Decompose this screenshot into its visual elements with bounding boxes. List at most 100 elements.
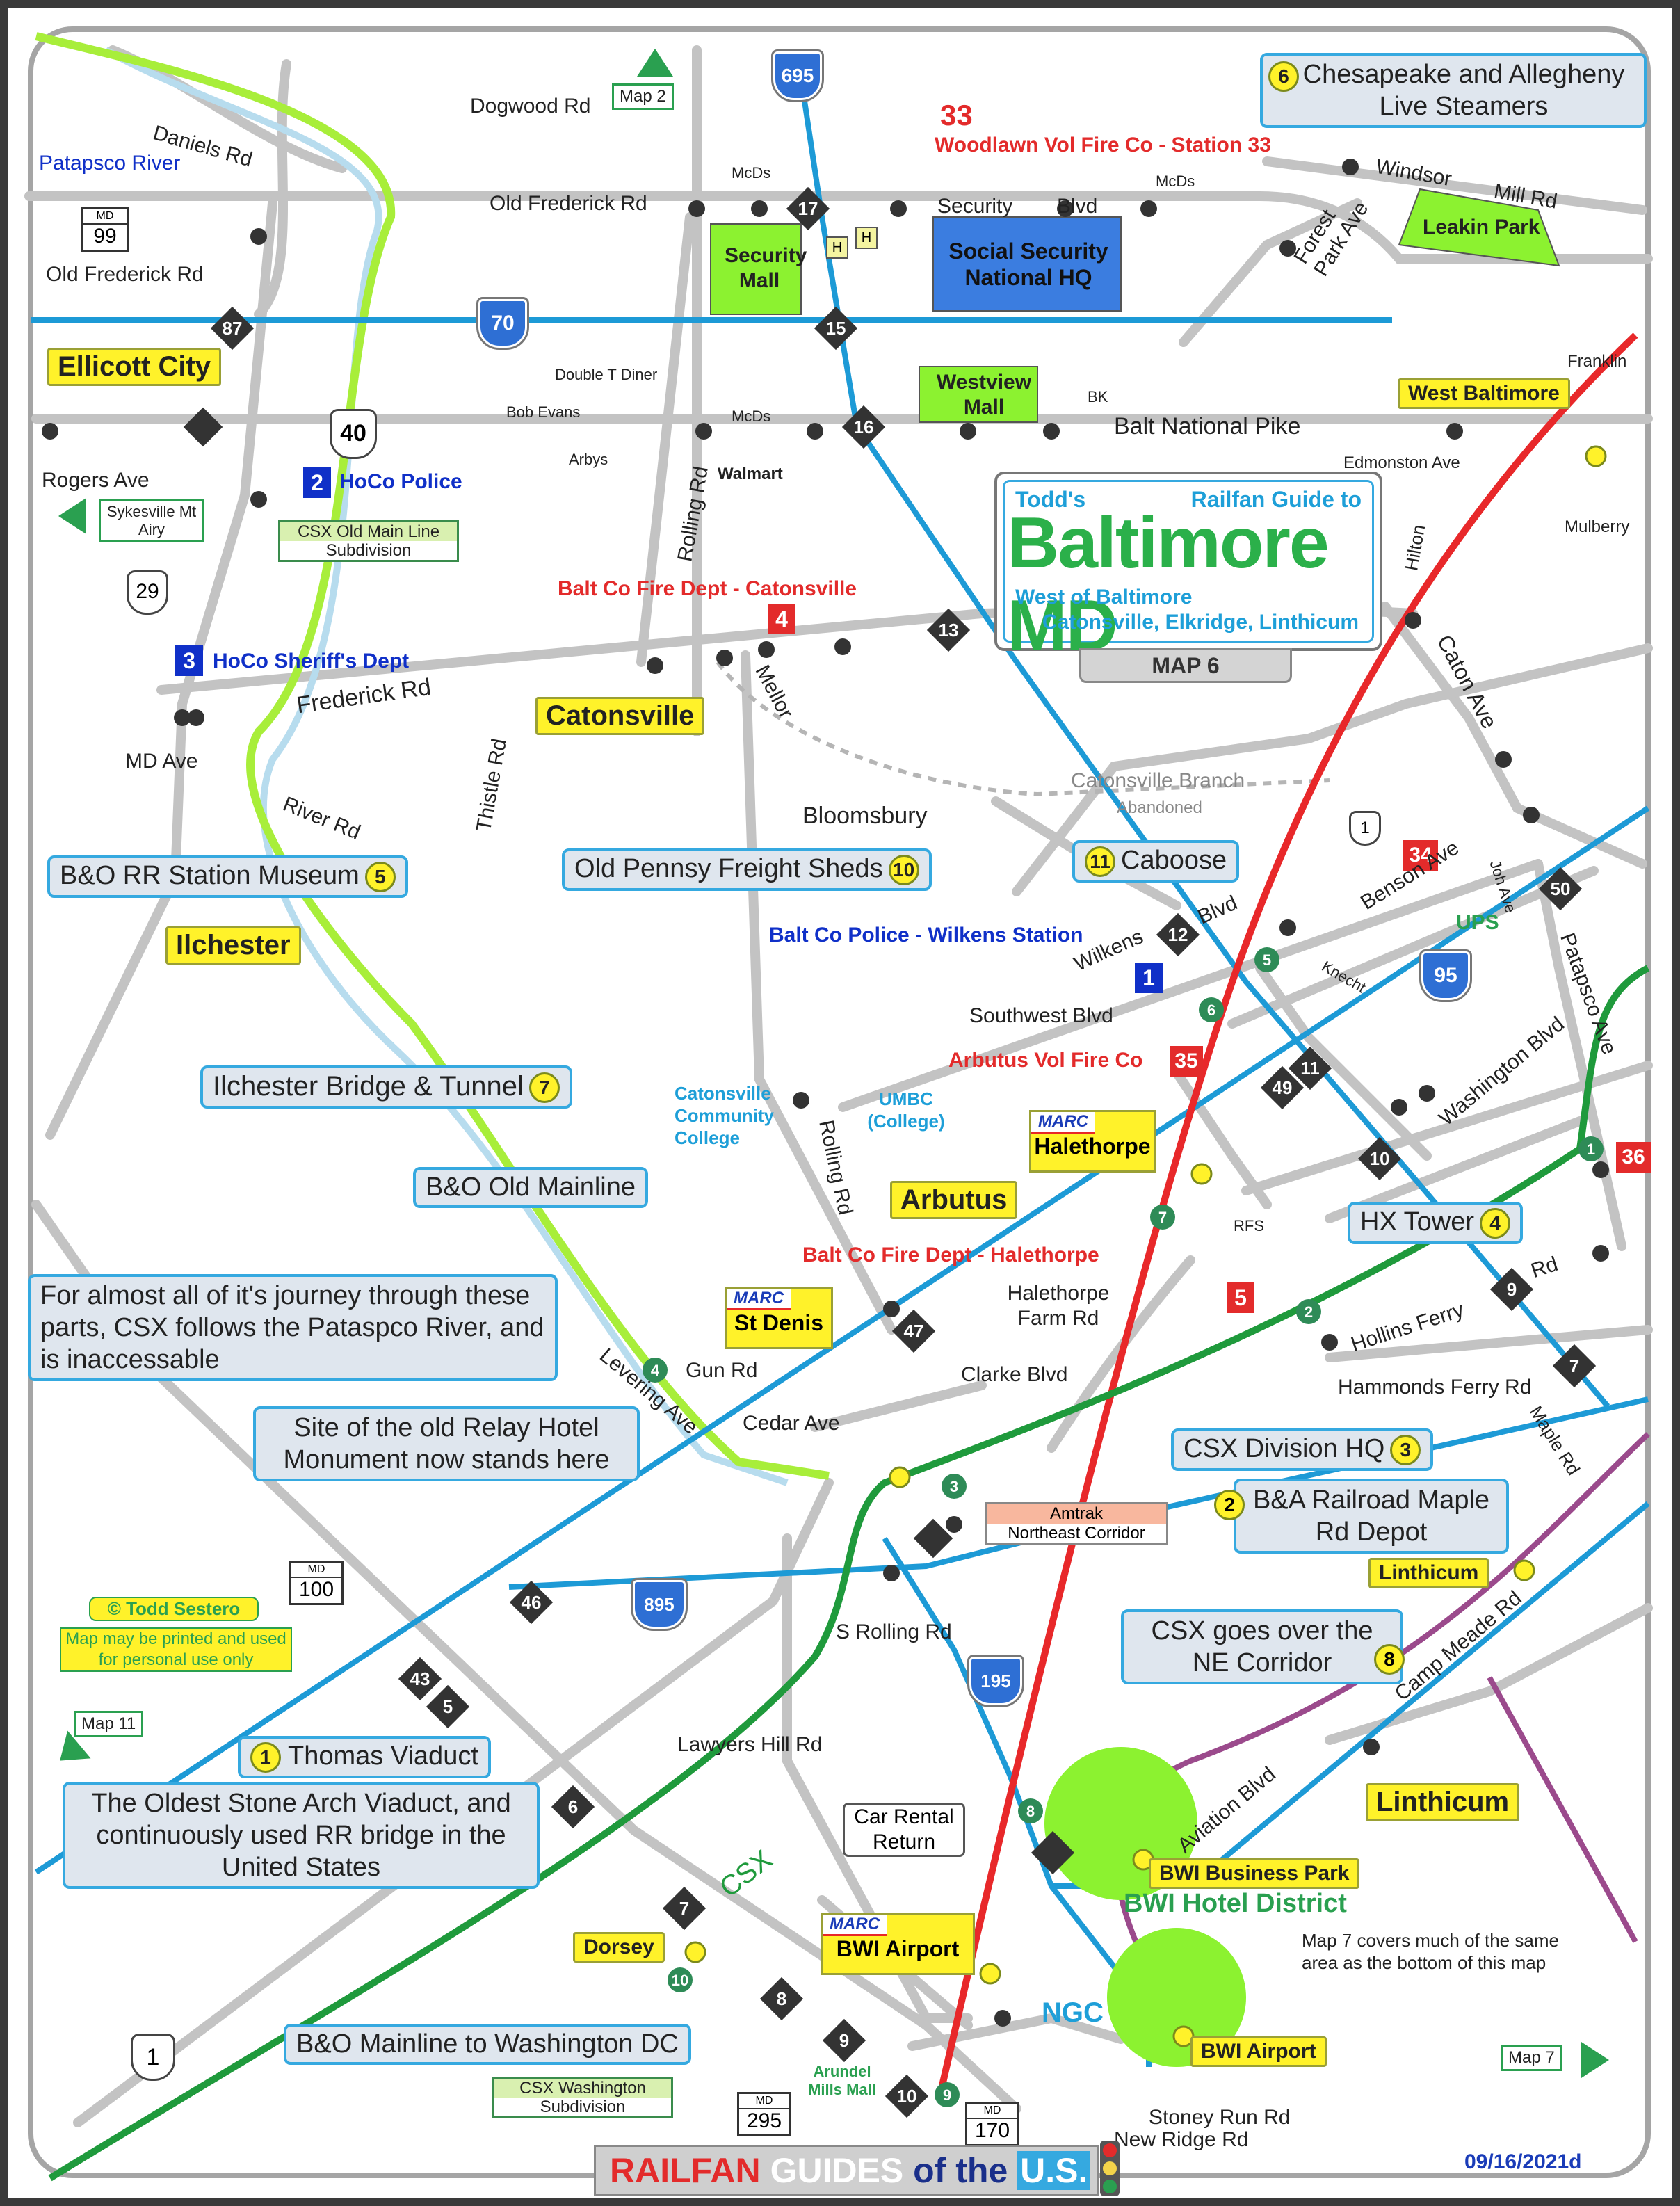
leakin-park-label: Leakin Park: [1423, 216, 1540, 239]
road-rogers: Rogers Ave: [42, 469, 150, 492]
hospital-icon-2: H: [855, 227, 878, 249]
svg-text:5: 5: [443, 1696, 453, 1717]
arbutus-fire-number: 35: [1170, 1046, 1203, 1077]
marc-halethorpe: MARC Halethorpe: [1029, 1110, 1156, 1173]
nec-label: Northeast Corridor: [987, 1524, 1166, 1543]
westview-mall-label: Westview Mall: [936, 371, 1032, 419]
road-new-ridge: New Ridge Rd: [1114, 2128, 1249, 2151]
abandoned-label: Abandoned: [1117, 798, 1202, 817]
marc-bwi-airport: MARC BWI Airport: [821, 1913, 975, 1975]
i895-shield: 895: [631, 1578, 688, 1631]
site-1-label: Thomas Viaduct: [288, 1741, 478, 1771]
us40-shield: 40: [330, 409, 377, 459]
halethorpe-fire-number: 5: [1227, 1282, 1254, 1313]
road-md-ave: MD Ave: [125, 750, 198, 773]
catonsville-branch-label: Catonsville Branch: [1071, 769, 1245, 792]
relay-note: Site of the old Relay Hotel Monument now…: [253, 1406, 640, 1481]
csx-old-sub-label: Subdivision: [280, 541, 457, 560]
site-2-box: B&A Railroad Maple Rd Depot: [1234, 1479, 1509, 1554]
footer-railfan: RAILFAN: [610, 2151, 761, 2190]
site-3-number: 3: [1390, 1434, 1421, 1465]
site-8-label: CSX goes over the NE Corridor: [1151, 1616, 1373, 1677]
csx-note: For almost all of it's journey through t…: [28, 1274, 558, 1381]
site-11-label: Caboose: [1121, 846, 1227, 875]
site-8-box: CSX goes over the NE Corridor: [1121, 1609, 1403, 1684]
place-ngc: NGC: [1042, 1997, 1104, 2028]
nav-map-11[interactable]: Map 11: [74, 1711, 144, 1737]
svg-text:13: 13: [939, 620, 959, 641]
svg-text:8: 8: [1026, 1803, 1035, 1820]
footer-banner: RAILFAN GUIDES of the U.S.: [594, 2145, 1099, 2196]
road-security-blvd: Blvd: [1057, 195, 1098, 218]
place-mcds-2: McDs: [1156, 172, 1195, 190]
up-arrow-icon[interactable]: [637, 49, 673, 77]
road-franklin: Franklin: [1567, 352, 1627, 371]
site-1-number: 1: [250, 1741, 281, 1773]
map-7-note: Map 7 covers much of the same area as th…: [1302, 1930, 1559, 1973]
hoco-police-label: HoCo Police: [339, 470, 462, 493]
svg-text:2: 2: [1305, 1303, 1313, 1321]
station-bwi-business-park: BWI Business Park: [1149, 1858, 1360, 1889]
left-arrow-icon: [58, 498, 86, 534]
i95-shield: 95: [1419, 949, 1472, 1002]
place-double-t: Double T Diner: [555, 366, 658, 383]
road-old-frederick: Old Frederick Rd: [490, 192, 647, 215]
site-6-box: 6 Chesapeake and Allegheny Live Steamers: [1260, 53, 1647, 128]
amtrak-nec: [937, 332, 1638, 2096]
security-mall-label: Security Mall: [725, 244, 807, 292]
site-5-number: 5: [364, 861, 396, 892]
bo-old-mainline-box: B&O Old Mainline: [413, 1167, 649, 1208]
ssa-label: Social Security National HQ: [948, 239, 1108, 290]
place-rfs: RFS: [1234, 1217, 1264, 1234]
svg-text:43: 43: [410, 1668, 430, 1689]
title-guide: Railfan Guide to: [1190, 487, 1362, 512]
ssa-area: [932, 216, 1122, 312]
place-ccc: Catonsville Community College: [675, 1083, 774, 1148]
nav-map-2[interactable]: Map 2: [612, 83, 674, 110]
place-mcds-1: McDs: [732, 164, 771, 182]
us1-shield: 1: [1349, 811, 1381, 846]
svg-text:49: 49: [1273, 1077, 1293, 1098]
bo-dc-label: B&O Mainline to Washington DC: [296, 2029, 679, 2059]
place-bob-evans: Bob Evans: [506, 403, 581, 421]
road-dogwood: Dogwood Rd: [470, 95, 591, 118]
green-markers: [643, 947, 1604, 2107]
map-number: MAP 6: [1079, 648, 1292, 683]
title-area-1: West of Baltimore: [1015, 586, 1193, 609]
svg-text:7: 7: [679, 1898, 689, 1919]
station-dots: [684, 445, 1607, 2047]
bwi-hotel-district-label: BWI Hotel District: [1124, 1889, 1347, 1918]
road-lawyers-hill: Lawyers Hill Rd: [677, 1733, 823, 1756]
station-bwi-airport: BWI Airport: [1190, 2036, 1327, 2067]
marc-logo: MARC: [823, 1915, 887, 1936]
town-catonsville: Catonsville: [535, 697, 705, 735]
i195-shield: 195: [967, 1654, 1024, 1707]
svg-text:5: 5: [1263, 951, 1271, 969]
copyright-note: Map may be printed and used for personal…: [60, 1627, 292, 1672]
site-2-label: B&A Railroad Maple Rd Depot: [1252, 1486, 1490, 1547]
traffic-light-icon: [1100, 2141, 1120, 2196]
marc-logo: MARC: [1031, 1112, 1095, 1134]
hospital-icon-1: H: [826, 236, 848, 259]
town-arbutus: Arbutus: [890, 1181, 1018, 1219]
us1b-shield: 1: [131, 2034, 175, 2081]
bo-old-mainline-label: B&O Old Mainline: [426, 1173, 636, 1202]
right-arrow-icon[interactable]: [1581, 2042, 1609, 2078]
nav-map-7[interactable]: Map 7: [1501, 2045, 1562, 2071]
leakin-park-area: [1398, 188, 1560, 267]
hoco-sheriff-label: HoCo Sheriff's Dept: [213, 650, 410, 673]
copyright-box: © Todd Sestero: [89, 1597, 259, 1621]
place-umbc: UMBC (College): [867, 1088, 945, 1132]
road-old-frederick-2: Old Frederick Rd: [46, 263, 204, 286]
